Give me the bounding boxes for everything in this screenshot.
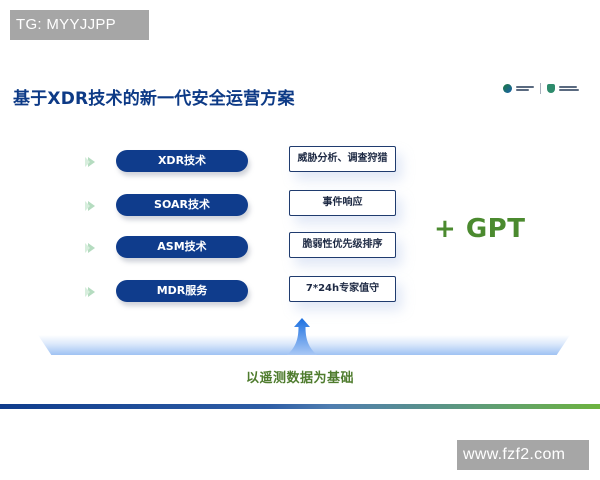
- watermark-top: TG: MYYJJPP: [10, 10, 149, 40]
- watermark-bottom: www.fzf2.com: [457, 440, 589, 470]
- chevron-right-icon: [85, 201, 95, 211]
- logo-divider: [540, 83, 541, 94]
- capability-box-asm: 脆弱性优先级排序: [289, 232, 396, 258]
- sangfor-logo-text: [516, 86, 534, 91]
- sangfor-logo-icon: [503, 84, 512, 93]
- capability-box-xdr: 威胁分析、调查狩猎: [289, 146, 396, 172]
- row-soar: SOAR技术 事件响应: [0, 190, 600, 220]
- bottom-gradient-bar: [0, 404, 600, 409]
- tech-pill-soar: SOAR技术: [116, 194, 248, 216]
- row-asm: ASM技术 脆弱性优先级排序: [0, 232, 600, 262]
- chevron-right-icon: [85, 157, 95, 167]
- chevron-right-icon: [85, 243, 95, 253]
- tech-pill-mdr: MDR服务: [116, 280, 248, 302]
- row-mdr: MDR服务 7*24h专家值守: [0, 276, 600, 306]
- brand-logos: [503, 83, 579, 94]
- plus-gpt-label: + GPT: [434, 214, 526, 244]
- shield-logo-icon: [547, 84, 555, 93]
- capability-box-mdr: 7*24h专家值守: [289, 276, 396, 302]
- capability-box-soar: 事件响应: [289, 190, 396, 216]
- tech-pill-xdr: XDR技术: [116, 150, 248, 172]
- shield-logo-text: [559, 86, 579, 91]
- chevron-right-icon: [85, 287, 95, 297]
- arrow-up-icon: [287, 318, 317, 355]
- slide-title: 基于XDR技术的新一代安全运营方案: [13, 89, 295, 109]
- foundation-label: 以遥测数据为基础: [245, 371, 354, 386]
- row-xdr: XDR技术 威胁分析、调查狩猎: [0, 146, 600, 176]
- tech-pill-asm: ASM技术: [116, 236, 248, 258]
